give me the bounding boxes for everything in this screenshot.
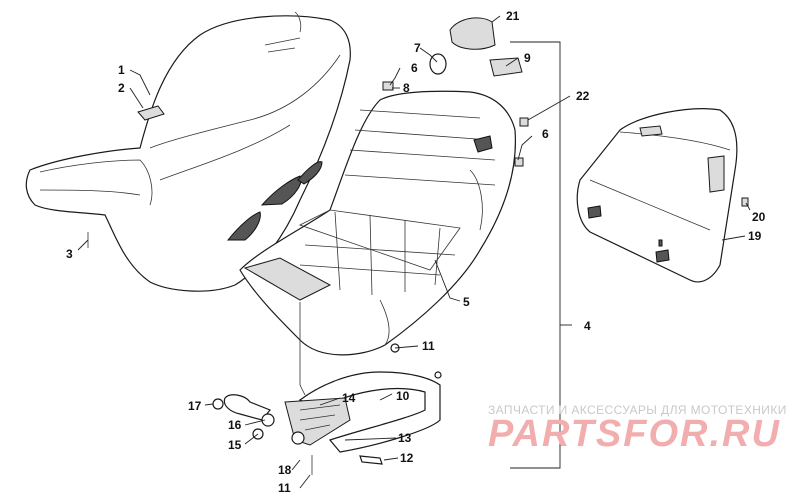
- callout-16: 16: [228, 418, 242, 432]
- assembly-bracket: [510, 41, 561, 469]
- callout-11-lower: 11: [278, 481, 291, 495]
- callout-3: 3: [66, 247, 73, 261]
- callout-14: 14: [342, 391, 356, 405]
- callout-1: 1: [118, 63, 125, 77]
- callout-20: 20: [752, 210, 766, 224]
- callout-6-lower: 6: [542, 127, 549, 141]
- callout-17: 17: [188, 399, 202, 413]
- callout-4: 4: [584, 319, 591, 333]
- callout-15: 15: [228, 438, 242, 452]
- callout-6-upper: 6: [411, 61, 418, 75]
- callout-12: 12: [400, 451, 414, 465]
- callout-5: 5: [463, 295, 470, 309]
- hinge-frame: [212, 302, 442, 475]
- leader-lines: [77, 15, 751, 489]
- callout-13: 13: [398, 431, 412, 445]
- callout-10: 10: [396, 389, 410, 403]
- callout-2: 2: [118, 81, 125, 95]
- callout-7: 7: [414, 41, 421, 55]
- callout-11-upper: 11: [422, 339, 435, 353]
- callout-18: 18: [278, 463, 292, 477]
- watermark-subtitle: ЗАПЧАСТИ И АКСЕССУАРЫ ДЛЯ МОТОТЕХНИКИ: [488, 403, 787, 417]
- seat-cushion: [25, 11, 351, 292]
- callout-8: 8: [403, 81, 410, 95]
- callout-19: 19: [748, 229, 762, 243]
- callout-22: 22: [576, 89, 590, 103]
- storage-side-panel: [576, 108, 738, 283]
- small-parts: [87, 17, 749, 248]
- callout-21: 21: [506, 9, 520, 23]
- watermark-brand-logo: PARTSFOR.RU: [488, 413, 781, 455]
- callout-9: 9: [524, 51, 531, 65]
- callout-labels: 1 2 3 4 5 6 6 7 8 9 10 11 11 12 13 14 15…: [66, 9, 766, 495]
